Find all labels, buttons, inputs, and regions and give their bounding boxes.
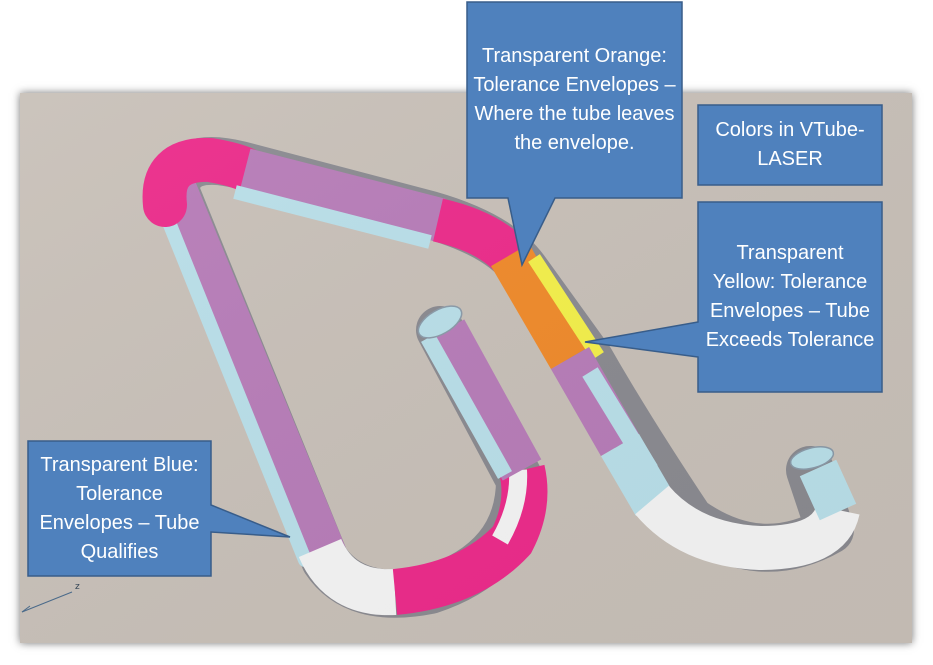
callout-vtube-shape bbox=[697, 104, 883, 186]
axis-triad bbox=[21, 591, 73, 613]
callout-orange-shape bbox=[466, 1, 683, 268]
callout-blue-text: Transparent Blue: Tolerance Envelopes – … bbox=[39, 453, 200, 563]
axis-z-label: z bbox=[75, 582, 80, 592]
callout-orange-text: Transparent Orange: Tolerance Envelopes … bbox=[473, 45, 676, 154]
callout-yellow-shape bbox=[584, 201, 883, 393]
callout-yellow-text: Transparent Yellow: Tolerance Envelopes … bbox=[705, 242, 875, 351]
callout-vtube-text: Colors in VTube-LASER bbox=[715, 119, 865, 170]
callout-blue-shape bbox=[27, 440, 291, 577]
